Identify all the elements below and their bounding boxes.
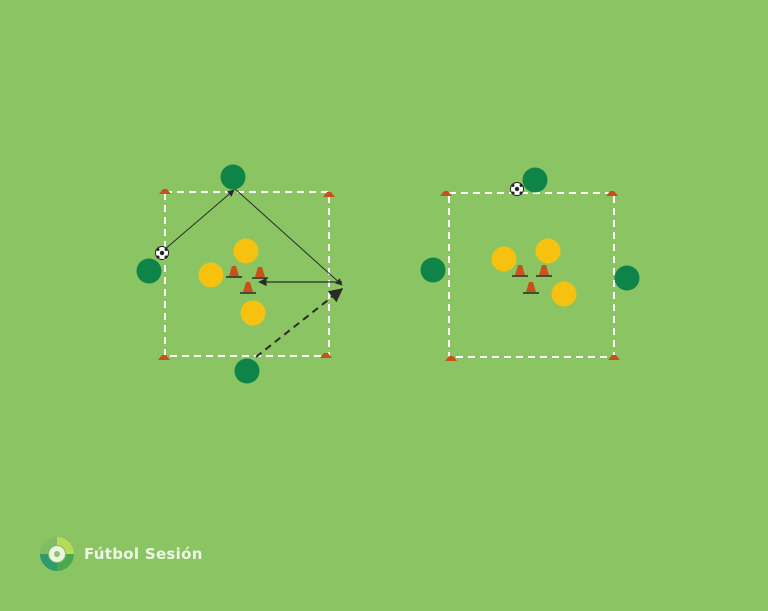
corner-cone [440,191,452,196]
grid-boundary-right [448,192,615,358]
grid-boundary-left [164,191,330,357]
yellow-player [491,246,517,272]
green-player [234,358,260,384]
brand-name: Fútbol Sesión [84,545,203,563]
yellow-player [198,262,224,288]
yellow-player [535,238,561,264]
cone-icon [515,265,525,275]
center-cones-right [512,265,552,294]
green-player [220,164,246,190]
corner-cones-right [440,191,620,361]
yellow-player [551,281,577,307]
green-player [420,257,446,283]
green-player [136,258,162,284]
ball-icon [510,182,524,196]
corner-cone [606,191,618,196]
run-arrow-dashed [255,288,344,358]
green-player [522,167,548,193]
yellow-player [233,238,259,264]
corner-cones-left [158,189,335,360]
pass-arrow [163,189,235,251]
corner-cone [158,355,170,360]
drill-left [136,164,344,384]
corner-cone [159,189,171,194]
corner-cone [608,355,620,360]
corner-cone [320,353,332,358]
corner-cone [445,356,457,361]
cone-icon [526,282,536,292]
yellow-player [240,300,266,326]
brand-watermark: Fútbol Sesión [38,535,203,573]
cone-icon [539,265,549,275]
cone-icon [255,267,265,277]
center-cones-left [226,266,268,294]
soccer-ball-logo-icon [40,537,74,571]
ball-icon [155,246,169,260]
cone-icon [243,282,253,292]
green-player [614,265,640,291]
pass-arrow [233,187,343,286]
corner-cone [323,192,335,197]
drill-right [420,167,640,361]
cone-icon [229,266,239,276]
